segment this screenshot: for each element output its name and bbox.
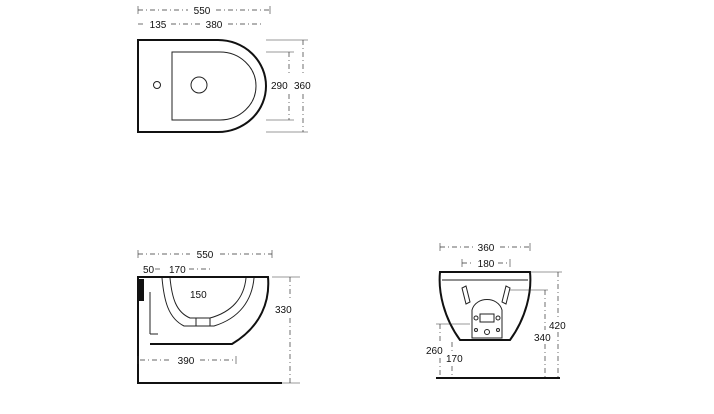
bowl-inner (161, 277, 255, 327)
fixing-hole (474, 328, 478, 332)
body-outline (138, 276, 270, 345)
dim-rim-inner: 170 (169, 265, 186, 276)
bowl-outline (171, 51, 257, 121)
outlet-plate (479, 313, 495, 323)
front-view: 360 180 420 340 260 (426, 243, 566, 379)
dim-inner-width: 180 (478, 259, 495, 270)
dim-overall-depth: 360 (294, 81, 311, 92)
dim-bowl-height: 150 (190, 290, 207, 301)
dim-overall-height: 330 (275, 305, 292, 316)
drain-circle (190, 76, 208, 94)
dim-bowl-height: 340 (534, 333, 551, 344)
side-slot-right (501, 285, 511, 305)
dim-base-length: 390 (178, 356, 195, 367)
bowl-inner-2 (169, 277, 247, 319)
dim-overall-width: 550 (197, 250, 214, 261)
dim-overall-width: 550 (194, 6, 211, 17)
dim-wall-offset: 50 (143, 265, 155, 276)
bolt-hole-right (495, 315, 501, 321)
dim-bowl-width: 380 (206, 20, 223, 31)
dim-outlet-offset: 170 (446, 354, 463, 365)
dim-rear-offset: 135 (150, 20, 167, 31)
body-outline (438, 271, 532, 341)
side-slot-left (461, 285, 471, 305)
bolt-hole-left (473, 315, 479, 321)
top-view: 550 135 380 290 360 (137, 6, 311, 133)
mounting-cutout (471, 299, 503, 339)
wall-bracket (138, 279, 144, 301)
supply-hole (484, 329, 490, 335)
dim-bowl-depth: 290 (271, 81, 288, 92)
dim-total-height: 420 (549, 321, 566, 332)
outer-outline (137, 39, 267, 133)
drain (195, 317, 211, 327)
side-view: 550 50 170 150 330 390 (137, 250, 300, 384)
dim-outlet-height: 260 (426, 346, 443, 357)
tap-hole (153, 81, 161, 89)
dim-overall-width: 360 (478, 243, 495, 254)
fixing-hole (496, 328, 500, 332)
